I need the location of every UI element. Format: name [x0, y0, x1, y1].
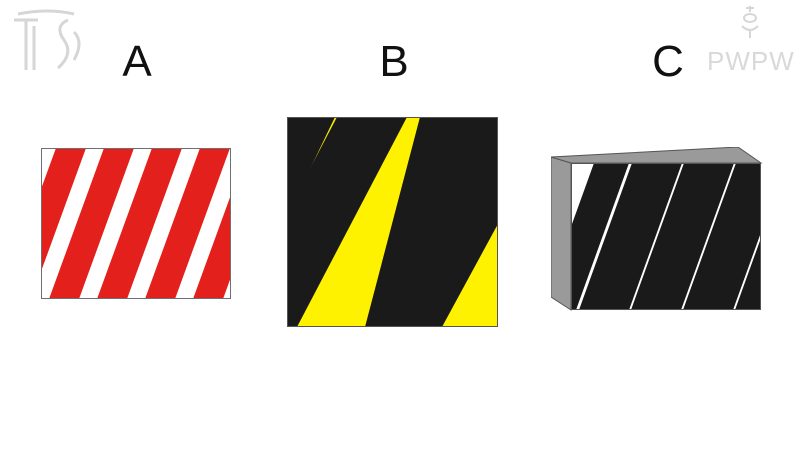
option-b-label: B — [379, 37, 409, 86]
option-a-sign — [41, 148, 231, 299]
option-a-label: A — [122, 37, 152, 86]
its-logo-icon — [14, 9, 81, 70]
option-c-sign — [551, 147, 763, 311]
option-c-label: C — [652, 37, 684, 86]
option-b-sign — [287, 117, 498, 327]
pwpw-logo-text: PWPW — [707, 46, 795, 76]
eagle-emblem-icon — [741, 6, 759, 38]
